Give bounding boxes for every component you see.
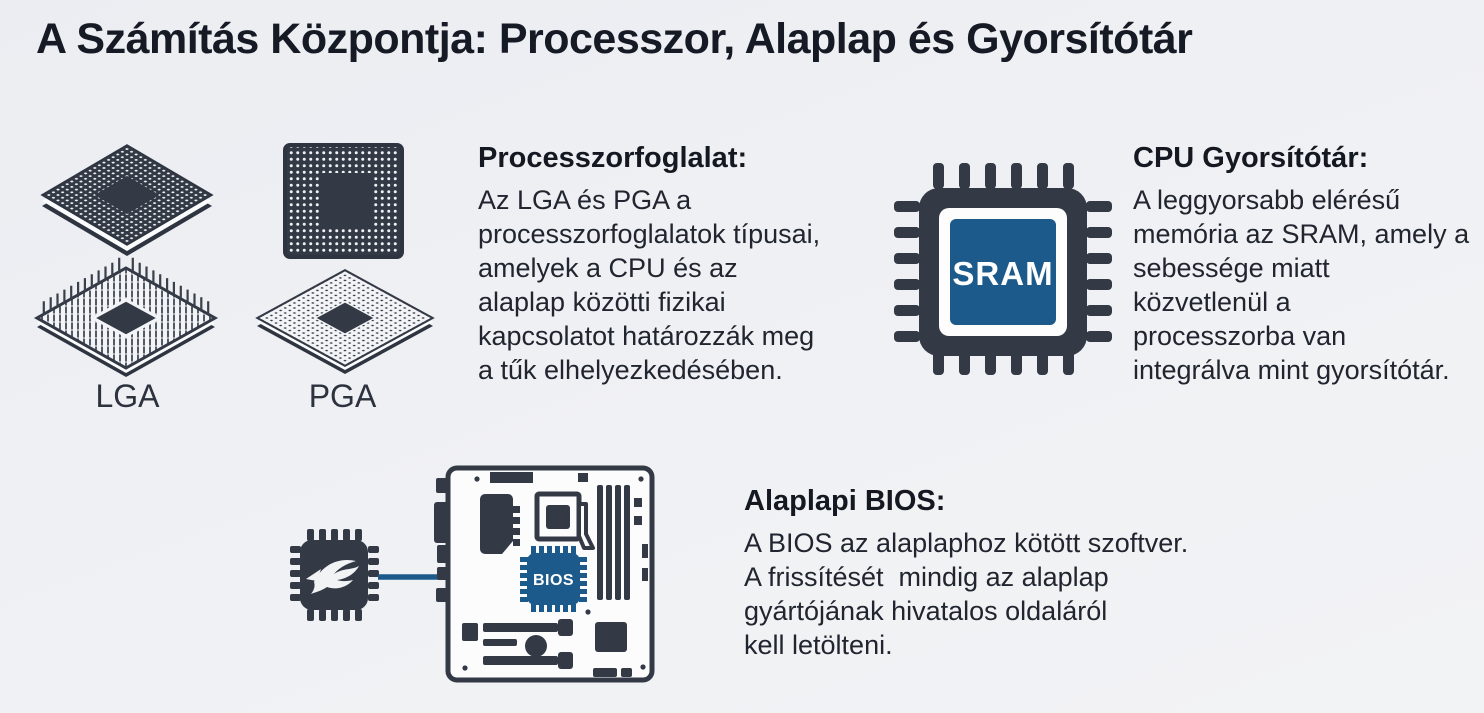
cache-text-line: A leggyorsabb elérésű [1133,185,1401,215]
cpu-sockets-illustration [33,143,435,377]
rog-logo [306,559,359,594]
pin-socket-iso [33,257,219,377]
screw-holes [462,476,646,671]
socket-text-line: amelyek a CPU és az [478,253,738,283]
sram-die [950,219,1056,325]
cache-text-line: közvetlenül a [1133,287,1291,317]
bios-text-line: gyártójának hivatalos oldaláról [744,596,1108,626]
cpu-socket [534,491,595,550]
socket-heading: Processzorfoglalat: [478,142,748,174]
socket-text-line: a tűk elhelyezkedésében. [478,355,783,385]
ram-slots [597,485,648,600]
rog-chip-pins [290,529,379,621]
pga-die [320,173,372,227]
pga-iso-die [313,301,377,335]
socket-text-line: Az LGA és PGA a [478,185,692,215]
bios-text-line: kell letölteni. [744,630,893,660]
bios-section: Alaplapi BIOS: A BIOS az alaplaphoz kötö… [744,484,1224,662]
bios-label: BIOS [533,572,574,589]
pin-socket-die [89,298,163,338]
expansion-slots [462,619,573,669]
motherboard: BIOS [434,465,655,683]
cache-section: CPU Gyorsítótár: A leggyorsabb elérésű m… [1133,141,1478,387]
socket-text-line: processzorfoglalatok típusai, [478,219,821,249]
pin-fringe [42,257,210,315]
page-title: A Számítás Központja: Processzor, Alapla… [36,15,1193,63]
sram-chip-pins [894,163,1112,375]
cache-heading: CPU Gyorsítótár: [1133,142,1369,174]
socket-section: Processzorfoglalat: Az LGA és PGA a proc… [478,141,878,387]
sram-label: SRAM [952,255,1053,292]
sram-chip-icon: SRAM [894,163,1112,375]
pga-label: PGA [308,378,377,414]
pga-socket-iso [255,269,435,374]
bios-chip-icon: BIOS [520,546,587,612]
cache-text-line: sebessége miatt [1133,253,1330,283]
bios-update-illustration: BIOS [290,465,655,683]
bios-chip-body [527,553,580,605]
cache-text-line: integrálva mint gyorsítótár. [1133,355,1450,385]
pga-socket-top-view [283,143,404,259]
socket-text-line: alaplap közötti fizikai [478,287,726,317]
bios-text-line: A frissítését mindig az alaplap [744,562,1109,592]
lga-label: LGA [95,378,160,414]
cache-text-line: processzorba van [1133,321,1347,351]
cmos-battery [525,635,547,657]
bios-chip-pins [520,546,587,612]
io-cover [480,494,513,554]
top-header [490,472,533,483]
lga-socket-iso [40,144,214,256]
chipset [595,622,627,652]
bios-heading: Alaplapi BIOS: [744,485,946,517]
bottom-headers [593,668,632,677]
bios-text-line: A BIOS az alaplaphoz kötött szoftver. [744,528,1189,558]
socket-text-line: kapcsolatot határozzák meg [478,321,815,351]
rog-chip-icon [290,529,379,621]
cache-text-line: memória az SRAM, amely a [1133,219,1470,249]
